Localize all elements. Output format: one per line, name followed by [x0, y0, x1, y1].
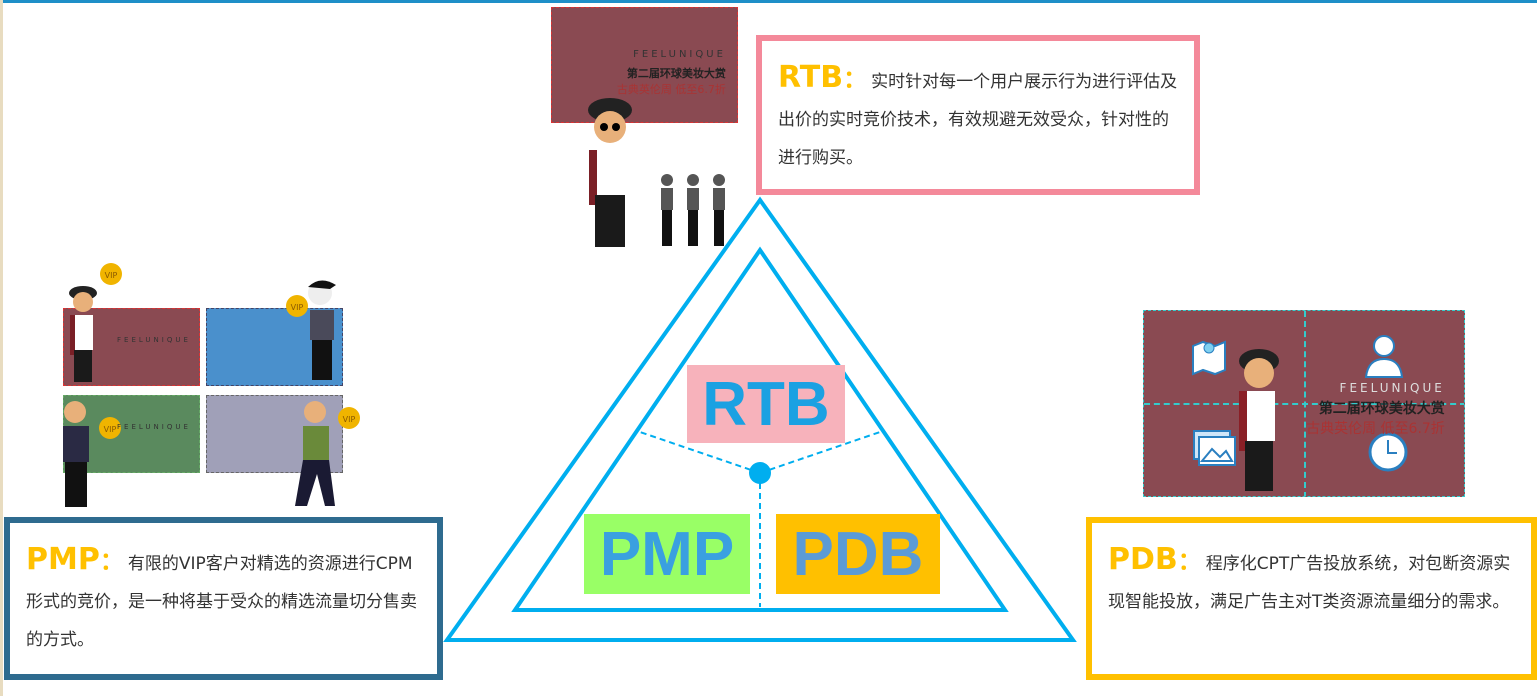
vip-medal-icon: VIP	[286, 295, 308, 317]
divider-right	[759, 431, 881, 474]
character-figure	[69, 286, 97, 382]
ad-banner-rtb: FEELUNIQUE 第二届环球美妆大赏 古典英伦周 低至6.7折	[551, 7, 738, 123]
image-icon	[1193, 430, 1236, 466]
pmp-key: PMP	[26, 542, 100, 577]
outer-triangle	[443, 196, 1077, 642]
grid-line	[1304, 311, 1306, 496]
divider-left	[639, 431, 761, 474]
banner-brand: FEELUNIQUE	[117, 423, 191, 432]
pdb-key: PDB	[1108, 542, 1178, 577]
character-figure	[63, 401, 89, 507]
svg-text:VIP: VIP	[104, 425, 117, 434]
ad-banner-pdb: FEELUNIQUE 第二届环球美妆大赏 古典英伦周 低至6.7折	[1143, 310, 1465, 497]
character-figure	[308, 280, 336, 380]
pmp-text: 有限的VIP客户对精选的资源进行CPM形式的竞价，是一种将基于受众的精选流量切分…	[26, 554, 417, 650]
top-border	[0, 0, 1537, 3]
banner-line2: 古典英伦周 低至6.7折	[1306, 421, 1445, 438]
map-pin-icon	[1192, 340, 1226, 376]
rtb-label: RTB	[687, 365, 845, 443]
colon: ：	[1177, 547, 1202, 575]
colon: ：	[843, 65, 868, 93]
banner-brand: FEELUNIQUE	[633, 49, 726, 61]
user-icon	[1364, 335, 1404, 378]
banner-brand: FEELUNIQUE	[1339, 381, 1445, 396]
rtb-description-box: RTB：实时针对每一个用户展示行为进行评估及出价的实时竞价技术，有效规避无效受众…	[756, 35, 1200, 195]
left-border	[0, 0, 3, 696]
audience-figures	[661, 174, 725, 246]
character-figure	[1239, 349, 1279, 491]
pdb-description-box: PDB：程序化CPT广告投放系统，对包断资源实现智能投放，满足广告主对T类资源流…	[1086, 517, 1537, 680]
banner-brand: FEELUNIQUE	[117, 336, 191, 345]
svg-text:VIP: VIP	[291, 303, 304, 312]
character-figure	[588, 98, 632, 247]
banner-line1: 第二届环球美妆大赏	[1318, 400, 1445, 417]
banner-line2: 古典英伦周 低至6.7折	[616, 82, 726, 96]
svg-text:VIP: VIP	[343, 415, 356, 424]
character-figure	[295, 401, 335, 506]
vip-medal-icon: VIP	[338, 407, 360, 429]
pmp-label: PMP	[584, 514, 750, 594]
vip-medal-icon: VIP	[100, 263, 122, 285]
pdb-label: PDB	[776, 514, 940, 594]
rtb-key: RTB	[778, 60, 844, 95]
banner-line1: 第二届环球美妆大赏	[626, 67, 726, 80]
colon: ：	[99, 547, 124, 575]
pmp-description-box: PMP：有限的VIP客户对精选的资源进行CPM形式的竞价，是一种将基于受众的精选…	[4, 517, 443, 680]
center-dot	[749, 462, 771, 484]
clock-icon	[1368, 432, 1408, 472]
vip-medal-icon: VIP	[99, 417, 121, 439]
rtb-text: 实时针对每一个用户展示行为进行评估及出价的实时竞价技术，有效规避无效受众，针对性…	[778, 72, 1178, 168]
inner-triangle	[511, 246, 1009, 612]
svg-text:VIP: VIP	[105, 271, 118, 280]
pdb-text: 程序化CPT广告投放系统，对包断资源实现智能投放，满足广告主对T类资源流量细分的…	[1108, 554, 1511, 612]
